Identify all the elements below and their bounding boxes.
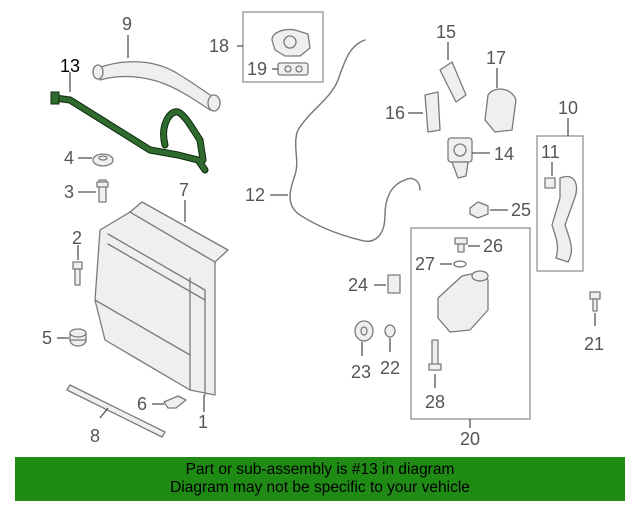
callout-16[interactable]: 16 bbox=[385, 103, 405, 123]
seal-ring-part-27[interactable] bbox=[453, 260, 467, 268]
callout-21[interactable]: 21 bbox=[584, 334, 604, 354]
cap-part-26[interactable] bbox=[454, 237, 468, 253]
callout-20[interactable]: 20 bbox=[460, 429, 480, 449]
upper-seal-part-7[interactable] bbox=[129, 201, 229, 263]
bracket-part-6[interactable] bbox=[163, 395, 187, 409]
thermostat-housing-part-18[interactable] bbox=[271, 28, 311, 57]
callout-4[interactable]: 4 bbox=[64, 148, 74, 168]
gasket-part-19[interactable] bbox=[277, 62, 309, 76]
washer-part-22[interactable] bbox=[384, 324, 396, 338]
clip-part-11[interactable] bbox=[544, 177, 556, 189]
callout-12[interactable]: 12 bbox=[245, 185, 265, 205]
banner-line-disclaimer: Diagram may not be specific to your vehi… bbox=[170, 479, 470, 496]
callout-14[interactable]: 14 bbox=[494, 144, 514, 164]
hose-part-10[interactable] bbox=[551, 175, 578, 263]
hose-part-15[interactable] bbox=[439, 61, 467, 103]
callout-26[interactable]: 26 bbox=[483, 236, 503, 256]
upper-hose-part-9[interactable] bbox=[92, 61, 221, 112]
nut-part-25[interactable] bbox=[469, 201, 489, 219]
callout-5[interactable]: 5 bbox=[42, 328, 52, 348]
radiator-part-1[interactable] bbox=[94, 211, 216, 396]
isolator-part-5[interactable] bbox=[69, 328, 87, 347]
callout-7[interactable]: 7 bbox=[179, 180, 189, 200]
callout-18[interactable]: 18 bbox=[209, 36, 229, 56]
callout-13[interactable]: 13 bbox=[60, 56, 80, 76]
reservoir-bracket-part-17[interactable] bbox=[484, 88, 517, 133]
callout-10[interactable]: 10 bbox=[558, 98, 578, 118]
callout-1[interactable]: 1 bbox=[198, 412, 208, 432]
callout-8[interactable]: 8 bbox=[90, 426, 100, 446]
seal-strip-part-8[interactable] bbox=[66, 384, 166, 438]
sensor-part-28[interactable] bbox=[428, 339, 442, 371]
banner-line-part-number: Part or sub-assembly is #13 in diagram bbox=[185, 461, 455, 478]
callout-22[interactable]: 22 bbox=[380, 358, 400, 378]
bolt-part-21[interactable] bbox=[589, 291, 601, 312]
box-part-10 bbox=[536, 135, 584, 272]
callout-24[interactable]: 24 bbox=[348, 275, 368, 295]
callout-9[interactable]: 9 bbox=[122, 14, 132, 34]
callout-3[interactable]: 3 bbox=[64, 182, 74, 202]
callout-17[interactable]: 17 bbox=[486, 48, 506, 68]
hose-part-12[interactable] bbox=[289, 39, 421, 242]
box-part-18 bbox=[242, 11, 324, 83]
bolt-part-2[interactable] bbox=[72, 261, 83, 286]
reservoir-part-20[interactable] bbox=[437, 270, 489, 333]
callout-2[interactable]: 2 bbox=[72, 228, 82, 248]
pump-part-14[interactable] bbox=[447, 137, 473, 179]
callout-25[interactable]: 25 bbox=[511, 200, 531, 220]
parts-diagram: 9 13 4 3 2 5 bbox=[42, 11, 604, 449]
connector-part-24[interactable] bbox=[387, 274, 401, 294]
hose-part-16[interactable] bbox=[424, 91, 441, 133]
pulley-part-23[interactable] bbox=[354, 320, 374, 342]
callout-6[interactable]: 6 bbox=[137, 394, 147, 414]
coolant-tube-part-13[interactable] bbox=[50, 91, 209, 174]
callout-23[interactable]: 23 bbox=[351, 362, 371, 382]
callout-19[interactable]: 19 bbox=[247, 59, 267, 79]
callout-28[interactable]: 28 bbox=[425, 392, 445, 412]
grommet-part-4[interactable] bbox=[92, 153, 114, 167]
callout-15[interactable]: 15 bbox=[436, 22, 456, 42]
callout-11[interactable]: 11 bbox=[541, 142, 560, 162]
info-banner: Part or sub-assembly is #13 in diagram D… bbox=[15, 457, 625, 501]
sensor-part-3[interactable] bbox=[96, 179, 109, 203]
callout-27[interactable]: 27 bbox=[415, 254, 435, 274]
